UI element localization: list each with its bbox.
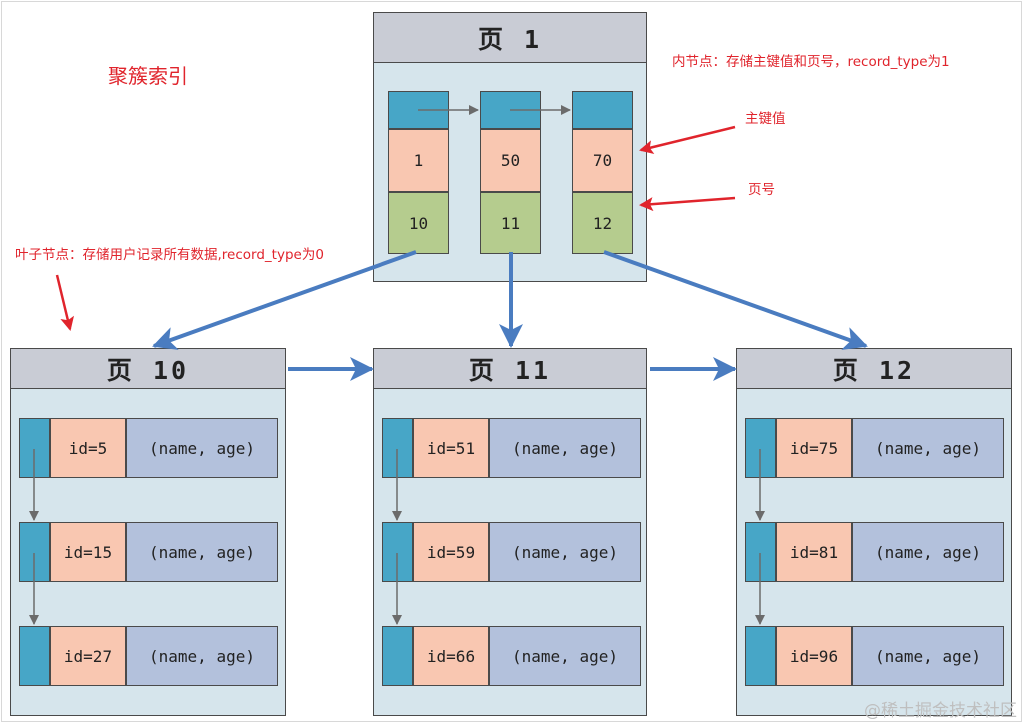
record-pointer-cell xyxy=(745,418,776,478)
record-id-cell: id=81 xyxy=(776,522,852,582)
record-data-cell: (name, age) xyxy=(489,626,641,686)
record-id-cell: id=75 xyxy=(776,418,852,478)
record-pointer-cell xyxy=(382,626,413,686)
root-page: 页 1 1 10 50 11 70 12 xyxy=(373,12,647,282)
record-pointer-cell xyxy=(19,418,50,478)
internal-node-note: 内节点：存储主键值和页号，record_type为1 xyxy=(672,54,950,70)
root-page-no-cell-2: 11 xyxy=(480,192,541,254)
watermark: @稀土掘金技术社区 xyxy=(864,701,1017,721)
record-id-cell: id=59 xyxy=(413,522,489,582)
root-key-cell-2: 50 xyxy=(480,129,541,192)
leaf-page-10-title: 页 10 xyxy=(11,349,285,389)
page-number-note: 页号 xyxy=(748,182,775,198)
leaf-node-note: 叶子节点：存储用户记录所有数据,record_type为0 xyxy=(15,247,324,263)
root-page-no-cell-3: 12 xyxy=(572,192,633,254)
record-data-cell: (name, age) xyxy=(126,418,278,478)
record-id-cell: id=96 xyxy=(776,626,852,686)
record-data-cell: (name, age) xyxy=(489,522,641,582)
record-id-cell: id=15 xyxy=(50,522,126,582)
record-pointer-cell xyxy=(19,522,50,582)
diagram-title: 聚簇索引 xyxy=(108,64,188,88)
leaf-page-12: 页 12 id=75 (name, age) id=81 (name, age)… xyxy=(736,348,1012,716)
leaf-page-10: 页 10 id=5 (name, age) id=15 (name, age) … xyxy=(10,348,286,716)
root-key-cell-1: 1 xyxy=(388,129,449,192)
root-page-title: 页 1 xyxy=(374,13,646,63)
record-data-cell: (name, age) xyxy=(852,418,1004,478)
record-pointer-cell xyxy=(745,626,776,686)
record-pointer-cell xyxy=(745,522,776,582)
record-data-cell: (name, age) xyxy=(852,522,1004,582)
record-id-cell: id=5 xyxy=(50,418,126,478)
leaf-page-11: 页 11 id=51 (name, age) id=59 (name, age)… xyxy=(373,348,647,716)
record-pointer-cell xyxy=(19,626,50,686)
root-pointer-cell-3 xyxy=(572,91,633,129)
record-id-cell: id=51 xyxy=(413,418,489,478)
record-id-cell: id=27 xyxy=(50,626,126,686)
root-pointer-cell-2 xyxy=(480,91,541,129)
record-pointer-cell xyxy=(382,522,413,582)
root-key-cell-3: 70 xyxy=(572,129,633,192)
record-data-cell: (name, age) xyxy=(489,418,641,478)
record-pointer-cell xyxy=(382,418,413,478)
record-data-cell: (name, age) xyxy=(126,522,278,582)
key-label-note: 主键值 xyxy=(745,111,786,127)
leaf-page-12-title: 页 12 xyxy=(737,349,1011,389)
root-pointer-cell-1 xyxy=(388,91,449,129)
root-page-no-cell-1: 10 xyxy=(388,192,449,254)
record-data-cell: (name, age) xyxy=(852,626,1004,686)
record-id-cell: id=66 xyxy=(413,626,489,686)
record-data-cell: (name, age) xyxy=(126,626,278,686)
leaf-page-11-title: 页 11 xyxy=(374,349,646,389)
